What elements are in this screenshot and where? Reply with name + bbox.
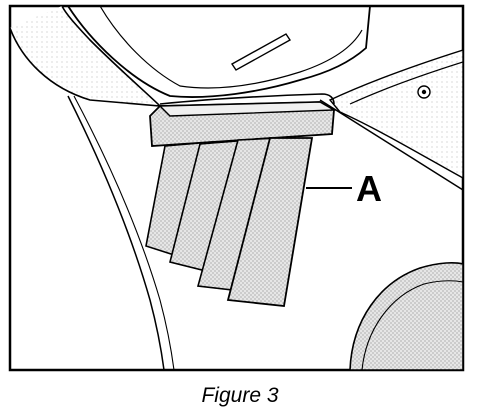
callout-label: A: [356, 168, 382, 209]
housing-inner-curve-2: [99, 6, 363, 89]
cabinet-edge-right: [319, 99, 463, 191]
mount-bracket-top-face: [158, 101, 337, 117]
indicator-rod: [230, 33, 292, 71]
housing-shoulder-left: [10, 6, 163, 107]
drum-arc-left: [67, 95, 165, 370]
lower-right-opening-rim: [361, 280, 463, 370]
figure-caption: Figure 3: [201, 384, 279, 407]
upper-right-panel: [328, 49, 463, 179]
drum-arc-left-inner: [73, 95, 175, 370]
panel-4: [226, 137, 314, 307]
housing-inner-curve: [67, 6, 371, 98]
lower-right-opening: [349, 262, 463, 370]
panel-stack: [145, 137, 314, 307]
upper-right-ridge: [349, 61, 463, 105]
appliance-diagram: A: [8, 4, 465, 372]
mount-rail: [159, 93, 335, 105]
